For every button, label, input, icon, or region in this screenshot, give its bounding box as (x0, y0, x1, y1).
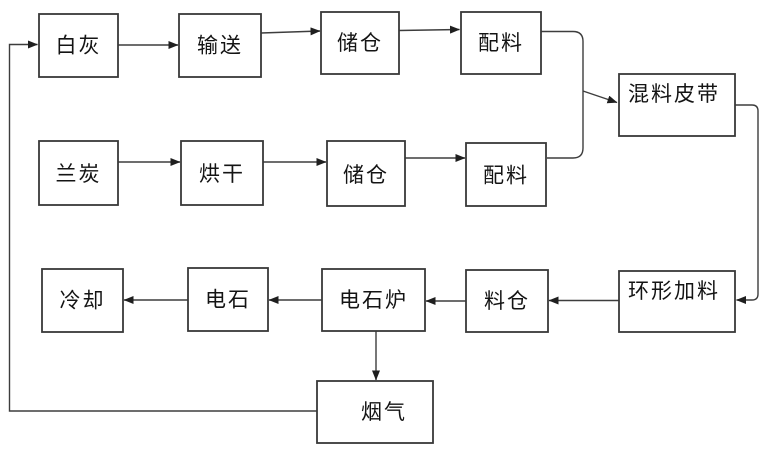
storage-bin-1-box (320, 11, 400, 75)
dosing-1-label: 配料 (478, 31, 524, 55)
node-dosing-1: 配料 (460, 11, 542, 75)
dosing-2-label: 配料 (483, 164, 529, 188)
carbide-furnace-box (321, 268, 426, 332)
node-semi-coke: 兰炭 (38, 140, 119, 206)
flue-gas-box (316, 380, 434, 444)
node-layer: 白灰 输送 储仓 配料 混料皮带 兰炭 (38, 11, 736, 444)
flue-gas-label: 烟气 (361, 400, 407, 424)
edge-dosing-merge-line (541, 30, 584, 159)
conveying-box (178, 13, 262, 78)
node-charge-bin: 料仓 (465, 269, 549, 333)
semi-coke-label: 兰炭 (56, 162, 102, 186)
edge-dosing-to-mixing-belt (582, 90, 618, 104)
node-storage-bin-2: 储仓 (326, 140, 406, 207)
storage-bin-2-box (326, 140, 406, 207)
node-ring-feeder: 环形加料 (618, 270, 736, 333)
charge-bin-label: 料仓 (484, 289, 530, 313)
ring-feeder-box (618, 270, 736, 333)
carbide-furnace-label: 电石炉 (339, 288, 408, 312)
drying-box (180, 140, 264, 206)
ring-feeder-label: 环形加料 (628, 279, 720, 303)
storage-bin-2-label: 储仓 (343, 163, 389, 187)
charge-bin-box (465, 269, 549, 333)
node-dosing-2: 配料 (465, 142, 547, 207)
edge-conveying-to-storage-bin-1 (260, 27, 321, 36)
dosing-1-box (460, 11, 542, 75)
lime-label: 白灰 (56, 34, 102, 58)
carbide-label: 电石 (205, 288, 251, 312)
conveying-label: 输送 (197, 34, 243, 58)
node-conveying: 输送 (178, 13, 262, 78)
node-drying: 烘干 (180, 140, 264, 206)
node-flue-gas: 烟气 (316, 380, 434, 444)
edge-layer (8, 25, 759, 412)
storage-bin-1-label: 储仓 (337, 31, 383, 55)
dosing-2-box (465, 142, 547, 207)
node-cooling: 冷却 (41, 268, 124, 333)
lime-box (38, 13, 119, 78)
node-carbide-furnace: 电石炉 (321, 268, 426, 332)
carbide-box (187, 267, 269, 332)
node-lime: 白灰 (38, 13, 119, 78)
node-carbide: 电石 (187, 267, 269, 332)
edge-flue-gas-to-lime (8, 40, 317, 412)
edge-storage-bin-1-to-dosing-1 (398, 25, 460, 34)
drying-label: 烘干 (199, 162, 245, 186)
edge-mixing-belt-to-ring-feeder (735, 104, 759, 304)
mixing-belt-label: 混料皮带 (628, 82, 720, 106)
cooling-box (41, 268, 124, 333)
node-mixing-belt: 混料皮带 (618, 73, 736, 137)
node-storage-bin-1: 储仓 (320, 11, 400, 75)
semi-coke-box (38, 140, 119, 206)
mixing-belt-box (618, 73, 736, 137)
cooling-label: 冷却 (60, 289, 106, 313)
